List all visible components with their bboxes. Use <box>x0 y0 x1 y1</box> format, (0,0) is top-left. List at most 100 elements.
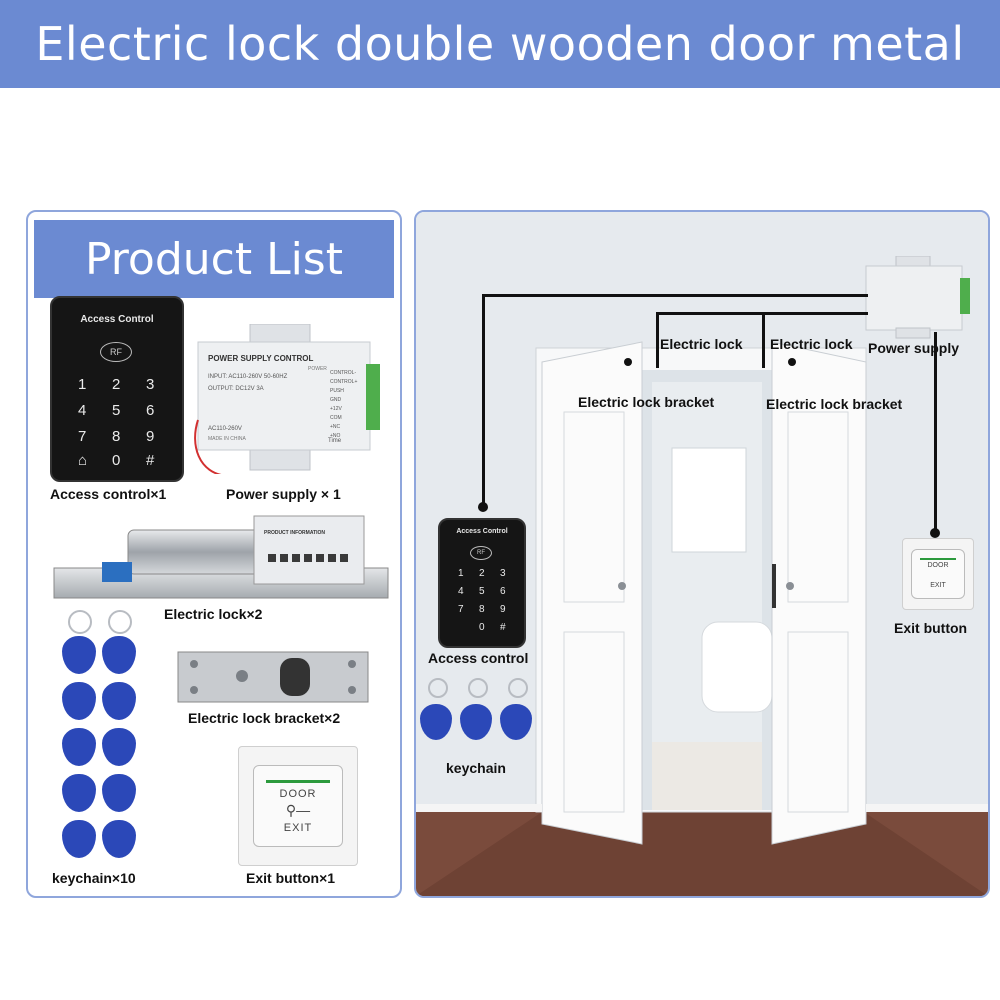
psu-terminal: CONTROL- <box>330 370 357 376</box>
keychain-tag <box>500 704 532 740</box>
key-ring <box>428 678 448 698</box>
diagram-power-supply <box>865 256 970 339</box>
power-supply-image <box>194 324 380 474</box>
key: 3 <box>500 568 506 579</box>
exit-button-label: Exit button×1 <box>246 870 336 886</box>
psu-terminal: PUSH <box>330 388 344 394</box>
key: ⌂ <box>78 452 88 469</box>
psu-output: OUTPUT: DC12V 3A <box>208 386 264 392</box>
exit-button-image: DOOR ⚲― EXIT <box>238 746 358 866</box>
keychain-tag <box>62 728 96 766</box>
wire-end-dot <box>478 502 488 512</box>
keychain-tag <box>420 704 452 740</box>
diagram-bracket-1: Electric lock bracket <box>578 394 715 410</box>
key: 6 <box>146 402 155 419</box>
psu-made: MADE IN CHINA <box>208 436 246 442</box>
psu-terminal: GND <box>330 397 342 403</box>
access-control-keypad-image: Access Control RF 1 2 3 4 5 6 7 8 9 ⌂ 0 … <box>50 296 184 482</box>
exit-exit-text: EXIT <box>283 822 313 834</box>
wire <box>934 332 937 532</box>
diagram-keychain-label: keychain <box>446 760 506 776</box>
power-supply-label: Power supply × 1 <box>226 486 341 502</box>
access-control-label: Access control×1 <box>50 486 167 502</box>
diagram-exit-button: DOOR EXIT <box>902 538 974 610</box>
product-list-panel: Product List Access Control RF 1 2 3 4 5… <box>26 210 402 898</box>
key: 2 <box>112 376 121 393</box>
key: 0 <box>112 452 121 469</box>
psu-ac: AC110-260V <box>208 426 242 432</box>
psu-power: POWER <box>308 366 327 372</box>
key-icon: ⚲― <box>285 802 311 818</box>
wire <box>482 294 868 297</box>
key: 4 <box>78 402 87 419</box>
key: 2 <box>479 568 485 579</box>
key: 5 <box>479 586 485 597</box>
key: 1 <box>78 376 87 393</box>
electric-lock-bracket-image <box>177 651 369 703</box>
exit-green-bar <box>920 558 956 560</box>
lock-panel-title: PRODUCT INFORMATION <box>264 530 326 536</box>
wire <box>482 294 485 506</box>
exit-green-bar <box>266 780 330 783</box>
key: 7 <box>78 428 87 445</box>
electric-lock-label: Electric lock×2 <box>164 606 263 622</box>
key: 5 <box>112 402 121 419</box>
key-ring <box>468 678 488 698</box>
keychain-label: keychain×10 <box>52 870 136 886</box>
wire-end-dot <box>788 358 796 366</box>
psu-time: Time <box>328 438 342 444</box>
product-list-title: Product List <box>34 220 394 298</box>
key: 9 <box>500 604 506 615</box>
keychain-tag <box>62 636 96 674</box>
wire-end-dot <box>930 528 940 538</box>
electric-lock-image <box>53 515 389 599</box>
key: 1 <box>458 568 464 579</box>
psu-title: POWER SUPPLY CONTROL <box>208 354 314 363</box>
page-title: Electric lock double wooden door metal d… <box>0 0 1000 159</box>
key: 8 <box>479 604 485 615</box>
key: # <box>500 622 506 633</box>
keychain-tag <box>460 704 492 740</box>
wire-end-dot <box>624 358 632 366</box>
diagram-access-control-label: Access control <box>428 650 529 666</box>
key-ring <box>508 678 528 698</box>
keychain-tag <box>102 636 136 674</box>
key: 8 <box>112 428 121 445</box>
exit-door-text: DOOR <box>927 562 949 569</box>
key: 3 <box>146 376 155 393</box>
key: 4 <box>458 586 464 597</box>
key: # <box>146 452 155 469</box>
rf-icon: RF <box>470 546 492 560</box>
installation-diagram-panel: Electric lock Electric lock Power supply… <box>414 210 990 898</box>
diagram-exit-button-label: Exit button <box>894 620 968 636</box>
wire <box>656 312 659 368</box>
key-ring <box>68 610 92 634</box>
diagram-bracket-2: Electric lock bracket <box>766 396 903 412</box>
keychain-tag <box>102 820 136 858</box>
key: 6 <box>500 586 506 597</box>
diagram-electric-lock-1: Electric lock <box>660 336 743 352</box>
key: 9 <box>146 428 155 445</box>
diagram-access-control-keypad: Access Control RF 1 2 3 4 5 6 7 8 9 0 # <box>438 518 526 648</box>
keychain-tag <box>102 682 136 720</box>
keypad-title: Access Control <box>80 314 154 325</box>
exit-exit-text: EXIT <box>930 582 946 589</box>
keychains-image <box>58 608 138 858</box>
keychain-tag <box>102 774 136 812</box>
psu-terminal: CONTROL+ <box>330 379 358 385</box>
key: 0 <box>479 622 485 633</box>
psu-terminal: +NO <box>330 433 341 439</box>
exit-button-face: DOOR ⚲― EXIT <box>253 765 343 847</box>
diagram-keypad-title: Access Control <box>456 528 508 535</box>
exit-door-text: DOOR <box>279 788 317 800</box>
psu-terminal: COM <box>330 415 342 421</box>
psu-terminal: +12V <box>330 406 342 412</box>
keychain-tag <box>102 728 136 766</box>
diagram-electric-lock-2: Electric lock <box>770 336 853 352</box>
bracket-label: Electric lock bracket×2 <box>188 710 341 726</box>
key: 7 <box>458 604 464 615</box>
wire <box>762 312 765 368</box>
keychain-tag <box>62 820 96 858</box>
rf-icon: RF <box>100 342 132 362</box>
psu-input: INPUT: AC110-260V 50-60HZ <box>208 374 288 380</box>
